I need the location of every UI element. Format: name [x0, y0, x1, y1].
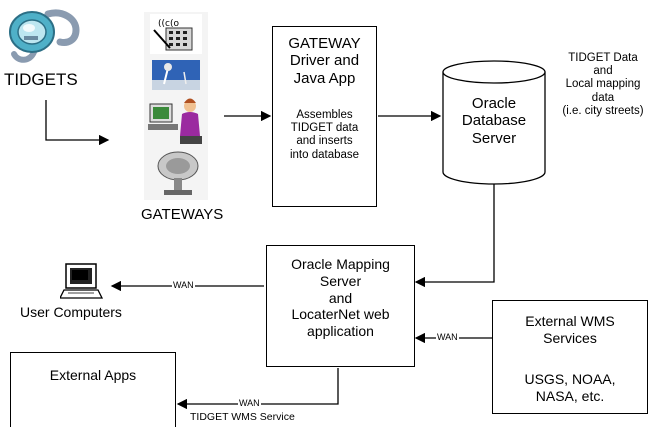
database-to-mapping-arrow: [414, 184, 495, 288]
tidget-wms-service-label: TIDGET WMS Service: [190, 411, 295, 423]
database-contents-note: TIDGET Data and Local mapping data (i.e.…: [562, 52, 644, 117]
svg-text:((c(o: ((c(o: [158, 19, 179, 29]
user-computers-label: User Computers: [20, 304, 122, 320]
watch-icon: [4, 4, 84, 66]
tidgets-to-gateways-arrow: [45, 100, 110, 146]
external-apps-box: External Apps: [10, 352, 176, 427]
gateway-driver-title: GATEWAY Driver and Java App: [288, 35, 361, 87]
database-cylinder-icon: [442, 60, 546, 186]
wan-label-apps: WAN: [238, 398, 261, 408]
dish-antenna-icon: [157, 151, 199, 195]
external-wms-providers: USGS, NOAA, NASA, etc.: [524, 371, 616, 404]
mapping-server-box: Oracle Mapping Server and LocaterNet web…: [266, 245, 415, 367]
database-label: Oracle Database Server: [461, 95, 527, 147]
external-apps-label: External Apps: [49, 367, 137, 383]
mapping-server-label: Oracle Mapping Server and LocaterNet web…: [291, 256, 390, 340]
gateway-driver-description: Assembles TIDGET data and inserts into d…: [289, 109, 360, 161]
mapping-to-apps-arrow: [176, 368, 339, 410]
external-wms-title: External WMS Services: [525, 313, 615, 346]
person-at-computer-icon: [148, 98, 202, 144]
laptop-icon: [58, 262, 104, 302]
wan-label-users: WAN: [172, 280, 195, 290]
fax-device-icon: ((c(o: [150, 14, 202, 54]
satellite-photo-icon: [152, 60, 200, 90]
gateways-image-column: ((c(o: [144, 12, 208, 200]
external-wms-box: External WMS Services USGS, NOAA, NASA, …: [492, 300, 648, 414]
tidgets-label: TIDGETS: [4, 70, 78, 89]
gateways-label: GATEWAYS: [141, 206, 224, 223]
gateway-driver-box: GATEWAY Driver and Java App Assembles TI…: [272, 26, 377, 207]
wan-label-wms: WAN: [436, 332, 459, 342]
